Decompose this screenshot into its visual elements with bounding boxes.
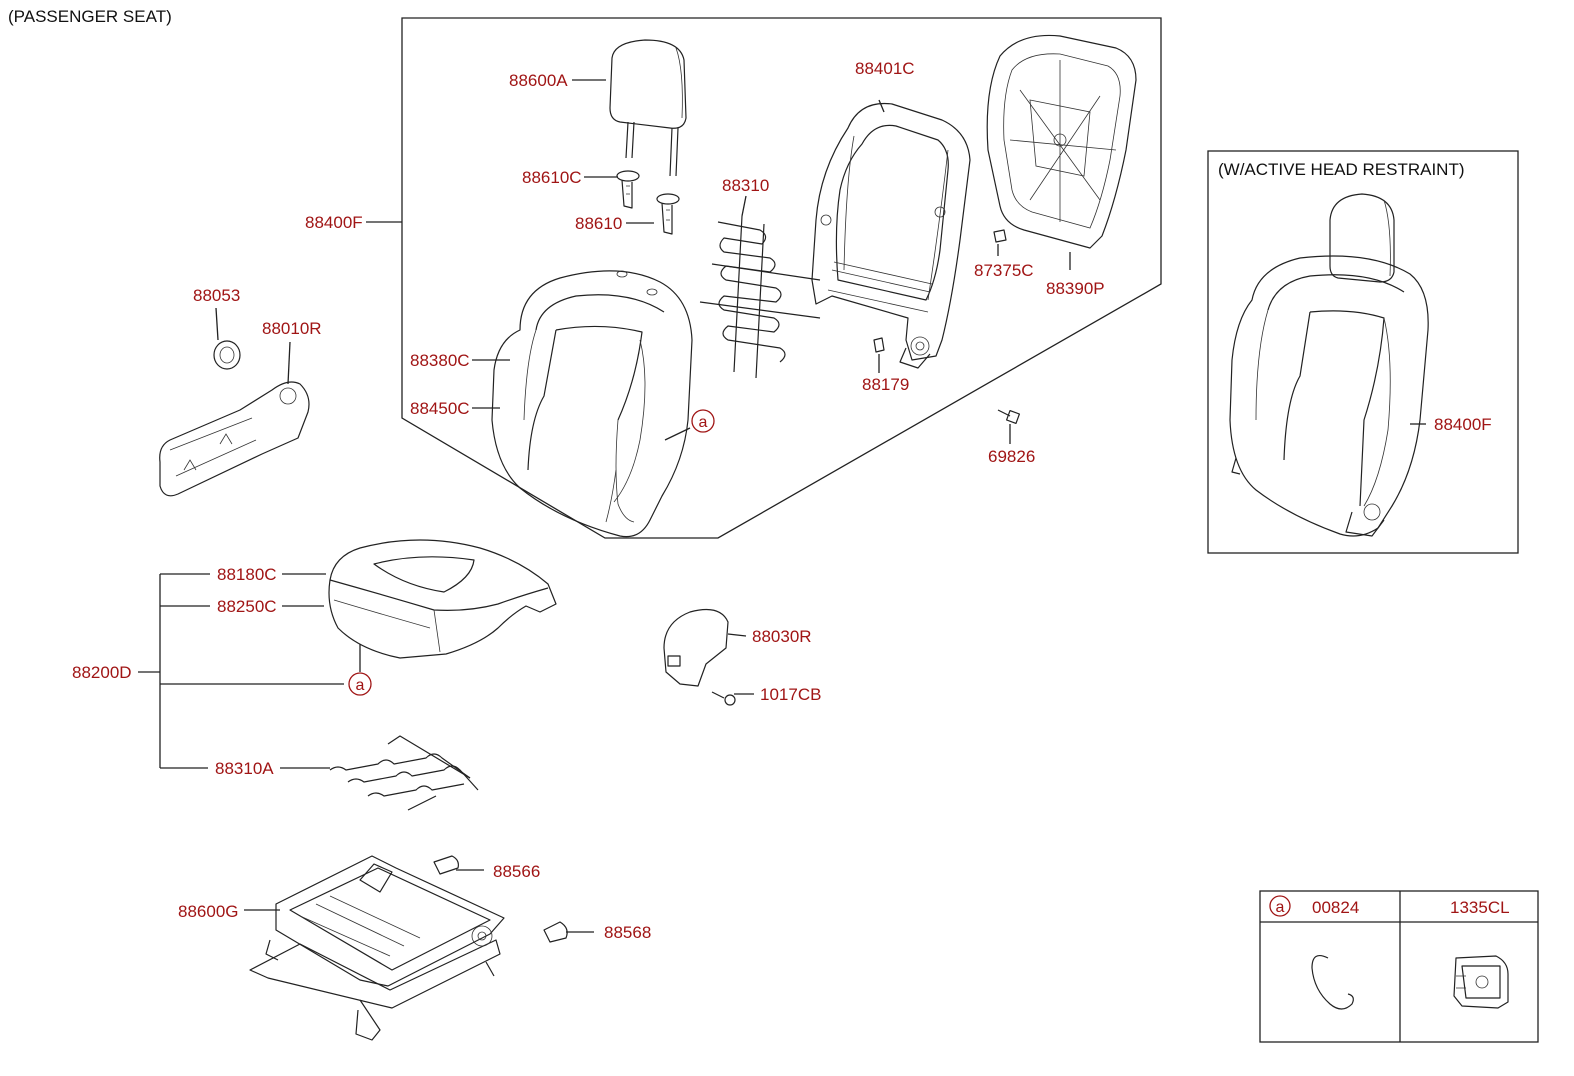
legend-callout-a [1269, 895, 1291, 917]
legend-part-1335CL[interactable]: 1335CL [1450, 898, 1510, 917]
active-seatback-drawing [1229, 193, 1429, 537]
part-label-88053[interactable]: 88053 [193, 286, 240, 305]
part-label-88180C[interactable]: 88180C [217, 565, 277, 584]
clip-1335CL-drawing [1453, 955, 1509, 1009]
part-label-88600A[interactable]: 88600A [509, 71, 568, 90]
part-label-88400F[interactable]: 88400F [305, 213, 363, 232]
inset-title: (W/ACTIVE HEAD RESTRAINT) [1218, 160, 1465, 179]
part-label-1017CB[interactable]: 1017CB [760, 685, 821, 704]
active-head-restraint-box [1207, 150, 1519, 554]
bolt-69826-drawing [997, 409, 1021, 425]
part-label-88401C[interactable]: 88401C [855, 59, 915, 78]
seat-cushion-drawing [328, 539, 557, 659]
clip-88179-drawing [873, 337, 885, 353]
part-label-inset-88400F[interactable]: 88400F [1434, 415, 1492, 434]
side-cover-drawing [663, 609, 736, 706]
part-label-88380C[interactable]: 88380C [410, 351, 470, 370]
clip-88566-drawing [433, 855, 459, 875]
callout-a-back [691, 409, 715, 433]
callout-a-cushion [348, 672, 372, 696]
part-label-88390P[interactable]: 88390P [1046, 279, 1105, 298]
part-label-88566[interactable]: 88566 [493, 862, 540, 881]
callout-a-back-label: a [699, 414, 708, 431]
seatback-frame-drawing [811, 102, 971, 369]
clip-87375C-drawing [993, 229, 1007, 243]
cushion-spring-drawing [329, 735, 479, 811]
part-label-88200D[interactable]: 88200D [72, 663, 132, 682]
headrest-guide-drawings [616, 170, 680, 235]
part-label-88610[interactable]: 88610 [575, 214, 622, 233]
callout-a-cushion-label: a [356, 677, 365, 694]
clip-88568-drawing [543, 921, 568, 943]
hog-ring-drawing [1311, 955, 1354, 1010]
seat-track-drawing [249, 855, 505, 1041]
leader-lines [138, 79, 1426, 933]
part-label-88250C[interactable]: 88250C [217, 597, 277, 616]
part-label-88600G[interactable]: 88600G [178, 902, 239, 921]
page-title: (PASSENGER SEAT) [8, 7, 172, 26]
part-label-88010R[interactable]: 88010R [262, 319, 322, 338]
recliner-cover-drawing [159, 340, 310, 497]
part-label-88610C[interactable]: 88610C [522, 168, 582, 187]
part-label-88310A[interactable]: 88310A [215, 759, 274, 778]
legend-table: a 00824 1335CL [1259, 890, 1539, 1043]
part-label-88030R[interactable]: 88030R [752, 627, 812, 646]
legend-part-00824[interactable]: 00824 [1312, 898, 1359, 917]
part-label-69826[interactable]: 69826 [988, 447, 1035, 466]
seat-back-group-outline [401, 17, 1162, 539]
part-label-87375C[interactable]: 87375C [974, 261, 1034, 280]
part-label-88310[interactable]: 88310 [722, 176, 769, 195]
part-label-88450C[interactable]: 88450C [410, 399, 470, 418]
headrest-drawing [609, 39, 687, 177]
part-label-88179[interactable]: 88179 [862, 375, 909, 394]
seatback-spring-drawing [699, 215, 821, 379]
part-label-88568[interactable]: 88568 [604, 923, 651, 942]
seatback-cover-drawing [491, 270, 693, 538]
legend-callout-a-label: a [1276, 899, 1285, 916]
seatback-back-panel-drawing [986, 34, 1137, 249]
